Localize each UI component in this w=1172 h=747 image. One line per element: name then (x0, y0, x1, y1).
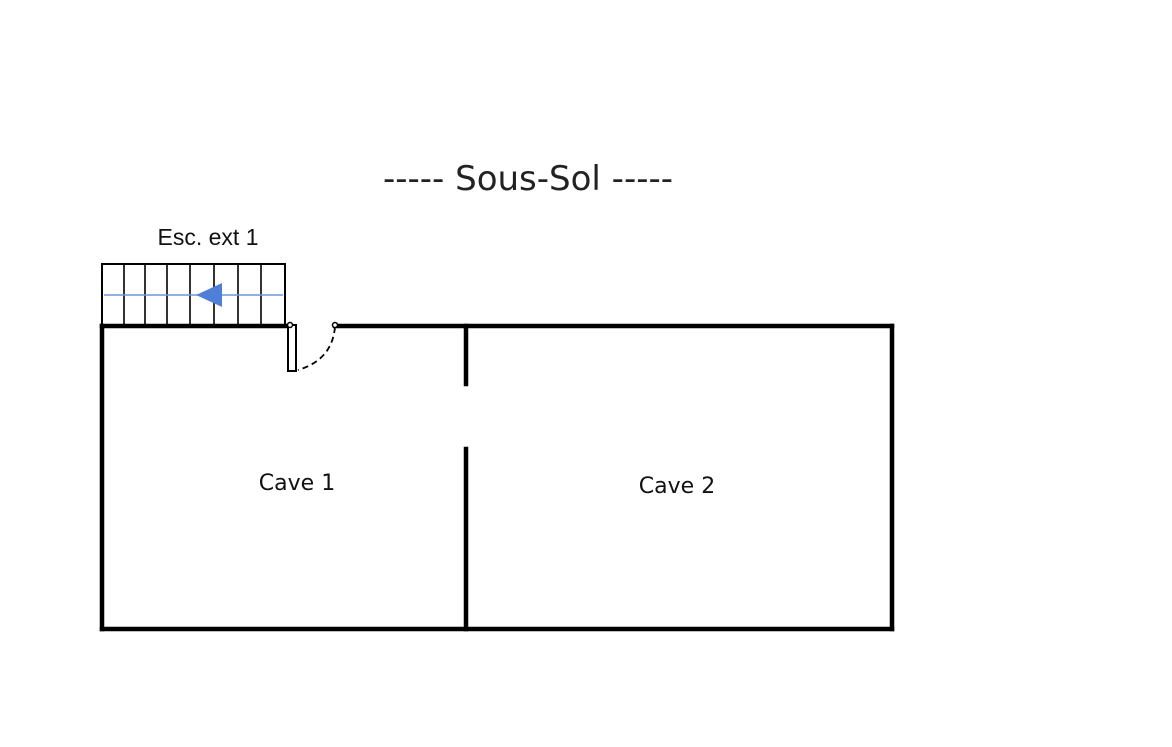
door-swing-icon[interactable] (286, 321, 339, 372)
door-leaf (287, 324, 297, 372)
room-label-cave-1: Cave 1 (259, 471, 335, 496)
room-label-cave-2: Cave 2 (639, 474, 715, 499)
stair-label: Esc. ext 1 (158, 224, 259, 250)
outer-walls (99, 323, 895, 632)
door-hinge (286, 321, 294, 329)
exterior-stair[interactable] (101, 263, 286, 326)
door-swing-arc (297, 326, 336, 371)
arrow-left-icon (196, 283, 222, 307)
door-jamb (331, 321, 339, 329)
plan-title: ----- Sous-Sol ----- (383, 159, 673, 199)
